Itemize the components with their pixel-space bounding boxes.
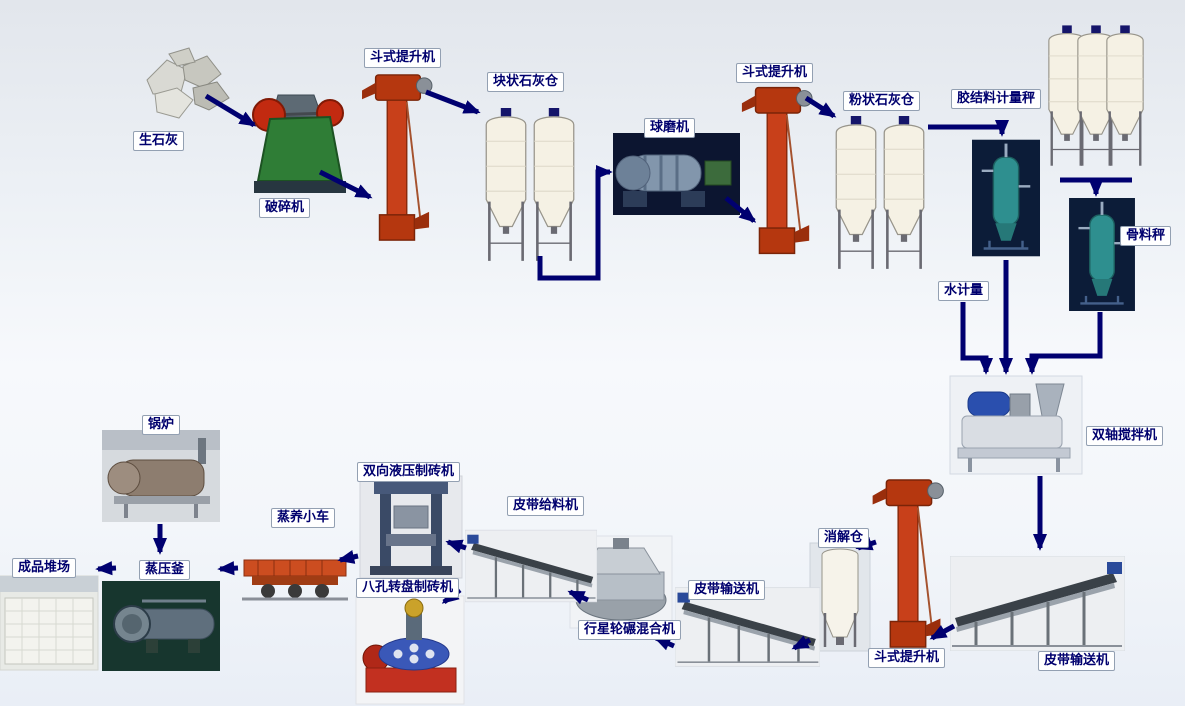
ball-mill-image — [613, 133, 740, 215]
label-steam-car: 蒸养小车 — [271, 508, 336, 529]
boiler-image — [102, 430, 220, 522]
label-digestion-silo: 消解仓 — [818, 528, 870, 549]
label-rotary-brick-machine: 八孔转盘制砖机 — [356, 578, 460, 599]
label-belt-conveyor-mid: 皮带输送机 — [688, 580, 766, 601]
label-aggregate-scale: 骨料秤 — [1120, 226, 1172, 247]
storage-silos-image — [1047, 24, 1145, 168]
label-bucket-elevator-2: 斗式提升机 — [736, 63, 814, 84]
autoclave-image — [102, 581, 220, 671]
label-lump-lime-silo: 块状石灰仓 — [487, 72, 565, 93]
label-bucket-elevator-3: 斗式提升机 — [868, 648, 946, 669]
label-autoclave: 蒸压釜 — [139, 560, 191, 581]
label-binder-scale: 胶结料计量秤 — [951, 89, 1042, 110]
label-planetary-mixer: 行星轮碾混合机 — [578, 620, 682, 641]
bucket-elevator-2-image — [740, 86, 814, 255]
label-twin-shaft-mixer: 双轴搅拌机 — [1086, 426, 1164, 447]
belt-feeder-image — [465, 528, 597, 604]
hydraulic-brick-machine-image — [359, 475, 463, 579]
product-yard-image — [0, 575, 99, 671]
lump-lime-silos-image — [484, 108, 576, 263]
label-water-meter: 水计量 — [938, 281, 990, 302]
steam-curing-car-image — [242, 559, 348, 601]
label-boiler: 锅炉 — [142, 415, 181, 436]
label-crusher: 破碎机 — [259, 198, 311, 219]
label-ball-mill: 球磨机 — [644, 118, 696, 139]
rotary-brick-machine-image — [355, 595, 465, 705]
flow-arrows — [95, 89, 1132, 651]
label-quicklime: 生石灰 — [133, 131, 185, 152]
label-product-yard: 成品堆场 — [12, 558, 77, 579]
label-hydraulic-brick-machine: 双向液压制砖机 — [357, 462, 461, 483]
jaw-crusher-image — [252, 94, 346, 193]
bucket-elevator-3-image — [871, 478, 945, 649]
bucket-elevator-1-image — [361, 73, 433, 242]
powder-lime-silos-image — [834, 116, 926, 271]
quicklime-rocks-image — [146, 47, 230, 119]
label-bucket-elevator-1: 斗式提升机 — [364, 48, 442, 69]
binder-scale-image — [972, 138, 1040, 258]
label-powder-lime-silo: 粉状石灰仓 — [843, 91, 921, 112]
label-belt-conveyor-right: 皮带输送机 — [1038, 651, 1116, 672]
aggregate-scale-image — [1068, 198, 1136, 311]
twin-shaft-mixer-image — [949, 375, 1083, 475]
label-belt-feeder: 皮带给料机 — [507, 496, 585, 517]
belt-conveyor-right-image — [950, 556, 1125, 651]
